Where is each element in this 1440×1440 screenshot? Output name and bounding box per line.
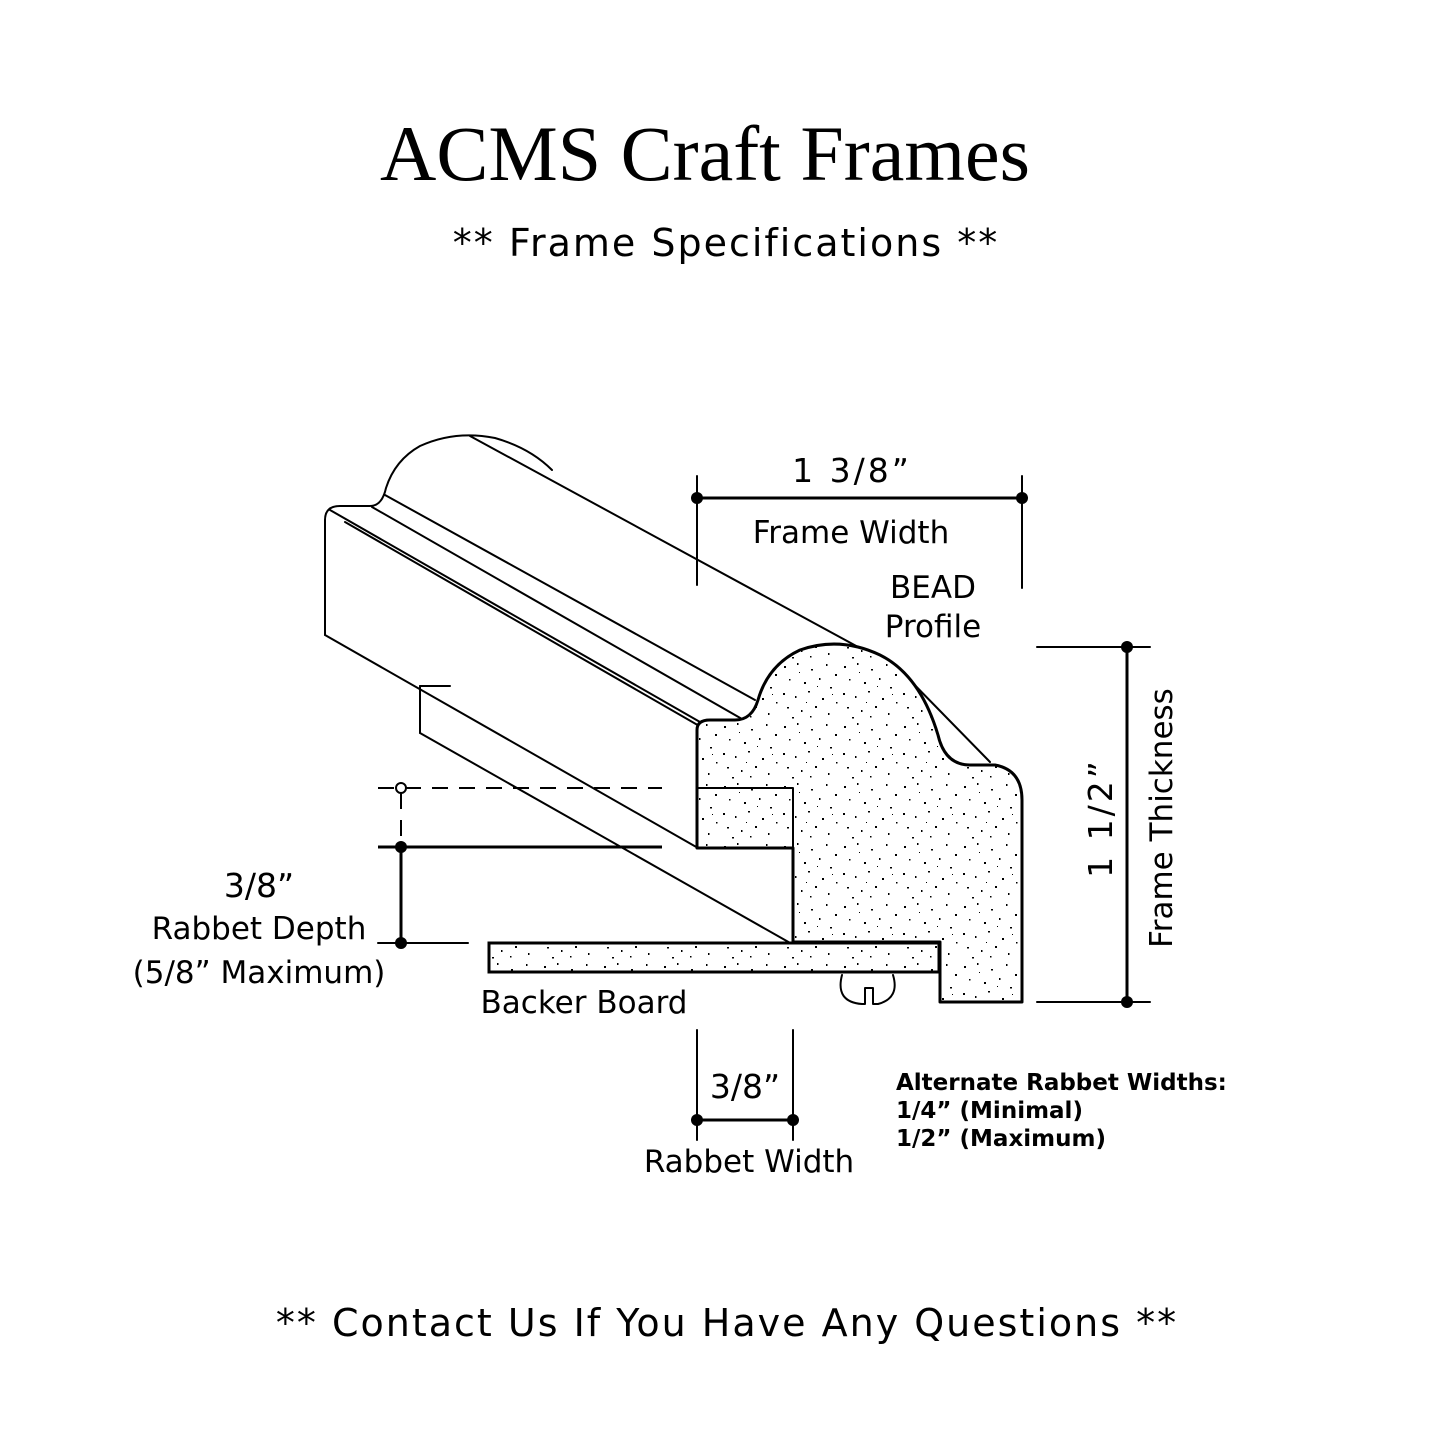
backer-board bbox=[487, 941, 941, 974]
frame-width-label: Frame Width bbox=[753, 515, 950, 551]
rabbet-depth-value: 3/8” bbox=[224, 866, 294, 905]
frame-width-dimension bbox=[691, 475, 1028, 589]
alternate-maximum: 1/2” (Maximum) bbox=[896, 1126, 1106, 1152]
alternate-rabbet-widths: Alternate Rabbet Widths: 1/4” (Minimal) … bbox=[896, 1070, 1227, 1152]
frame-thickness-label: Frame Thickness bbox=[1144, 688, 1180, 948]
alternates-heading: Alternate Rabbet Widths: bbox=[896, 1070, 1227, 1096]
page-title: ACMS Craft Frames bbox=[380, 110, 1030, 197]
alternate-minimal: 1/4” (Minimal) bbox=[896, 1098, 1083, 1124]
rabbet-depth-maximum: (5/8” Maximum) bbox=[133, 955, 386, 991]
page-subtitle: ** Frame Specifications ** bbox=[453, 221, 999, 265]
moulding-perspective-view bbox=[324, 434, 991, 945]
frame-thickness-value: 1 1/2” bbox=[1081, 758, 1120, 878]
rabbet-width-value: 3/8” bbox=[710, 1067, 780, 1106]
rabbet-depth-label: Rabbet Depth bbox=[152, 911, 367, 947]
frame-width-value: 1 3/8” bbox=[792, 451, 912, 490]
backer-board-label: Backer Board bbox=[481, 985, 688, 1021]
retaining-point bbox=[839, 974, 896, 1005]
contact-footer: ** Contact Us If You Have Any Questions … bbox=[276, 1301, 1178, 1345]
rabbet-width-label: Rabbet Width bbox=[644, 1144, 854, 1180]
bead-profile-cross-section bbox=[695, 642, 1024, 1004]
rabbet-depth-dimension bbox=[377, 782, 662, 949]
profile-name-line2: Profile bbox=[885, 609, 981, 645]
rabbet-width-dimension bbox=[691, 1029, 799, 1141]
frame-thickness-dimension bbox=[1036, 641, 1151, 1008]
profile-name-line1: BEAD bbox=[890, 570, 976, 606]
